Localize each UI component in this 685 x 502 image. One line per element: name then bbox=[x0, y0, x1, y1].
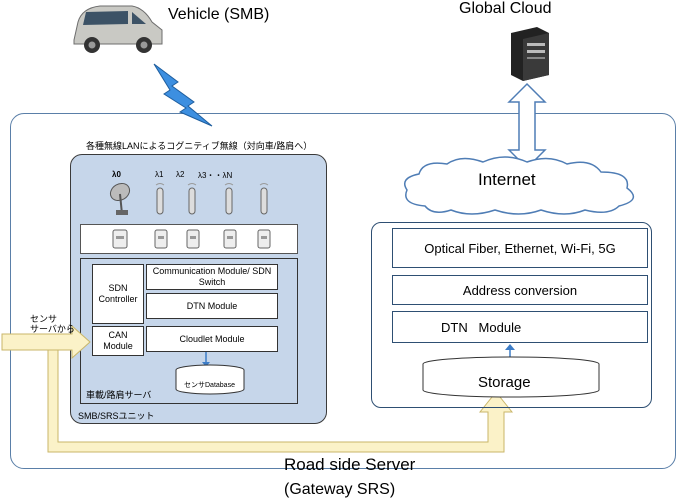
vehicle-server-frame bbox=[80, 258, 298, 404]
wireless-bolt-icon bbox=[153, 63, 213, 127]
road-side-server-boundary bbox=[10, 113, 676, 469]
internet-label: Internet bbox=[478, 170, 536, 189]
gateway-srs-subtitle: (Gateway SRS) bbox=[284, 481, 396, 498]
cloudlet-module-box: Cloudlet Module bbox=[146, 326, 278, 352]
radio-device-icon bbox=[257, 229, 271, 249]
antenna-label-1: λ1 bbox=[155, 170, 164, 179]
smb-unit-label: SMB/SRSユニット bbox=[78, 411, 155, 421]
sdn-controller-box: SDN Controller bbox=[92, 264, 144, 324]
antenna-icon bbox=[187, 183, 197, 215]
radio-device-icon bbox=[186, 229, 200, 249]
wireless-caption: 各種無線LANによるコグニティブ無線（対向車/路肩へ） bbox=[86, 141, 313, 151]
satellite-dish-icon bbox=[109, 182, 131, 215]
antenna-icon bbox=[224, 183, 234, 215]
can-module-label: CAN Module bbox=[103, 330, 133, 351]
antenna-label-3: λ3・・λN bbox=[198, 171, 233, 180]
road-side-server-title: Road side Server bbox=[284, 455, 416, 474]
can-module-box: CAN Module bbox=[92, 326, 144, 356]
dtn-module-label-srs: DTN Module bbox=[441, 319, 522, 335]
gateway-srs-frame bbox=[371, 222, 652, 408]
antenna-label-0: λ0 bbox=[112, 170, 121, 179]
antenna-icon bbox=[155, 183, 165, 215]
server-icon bbox=[511, 27, 549, 81]
internet-cloud-icon bbox=[404, 156, 635, 215]
vehicle-icon bbox=[73, 5, 163, 53]
sensor-input-line2: サーバから bbox=[30, 324, 75, 334]
sensor-data-pipe bbox=[1, 324, 514, 453]
storage-icon bbox=[422, 356, 600, 398]
comm-module-label: Communication Module/ SDN Switch bbox=[152, 266, 272, 287]
sdn-controller-label: SDN Controller bbox=[98, 283, 138, 304]
dtn-module-box: DTN Module bbox=[146, 293, 278, 319]
sensor-database-icon bbox=[175, 364, 245, 395]
address-conversion-label: Address conversion bbox=[462, 282, 578, 298]
antenna-label-2: λ2 bbox=[176, 170, 185, 179]
vehicle-title: Vehicle (SMB) bbox=[168, 6, 270, 23]
db-arrow bbox=[202, 352, 210, 367]
address-conversion-box: Address conversion bbox=[392, 275, 648, 305]
vehicle-server-label: 車載/路肩サーバ bbox=[86, 390, 152, 400]
dtn-module-box-srs: DTN Module bbox=[392, 311, 648, 343]
links-box: Optical Fiber, Ethernet, Wi-Fi, 5G bbox=[392, 228, 648, 268]
radio-device-icon bbox=[223, 229, 237, 249]
antenna-icon bbox=[259, 183, 269, 215]
storage-label: Storage bbox=[478, 374, 531, 391]
global-cloud-title: Global Cloud bbox=[459, 0, 552, 17]
sensor-database-label: センサDatabase bbox=[184, 382, 235, 389]
links-label: Optical Fiber, Ethernet, Wi-Fi, 5G bbox=[424, 240, 616, 256]
radio-device-icon bbox=[154, 229, 168, 249]
comm-module-box: Communication Module/ SDN Switch bbox=[146, 264, 278, 290]
cloudlet-module-label: Cloudlet Module bbox=[179, 333, 245, 344]
dtn-module-label: DTN Module bbox=[186, 300, 238, 311]
radio-device-icon bbox=[112, 229, 128, 249]
sensor-input-line1: センサ bbox=[30, 314, 58, 324]
